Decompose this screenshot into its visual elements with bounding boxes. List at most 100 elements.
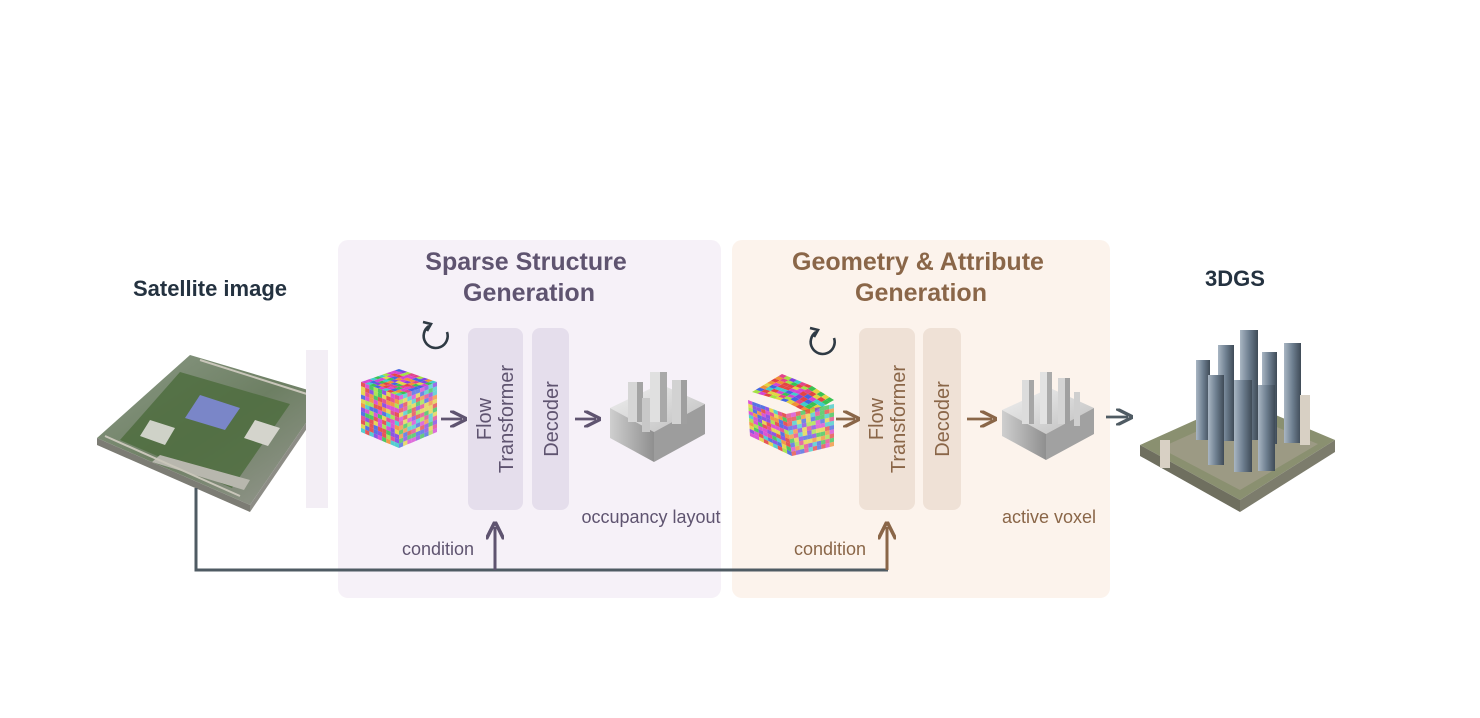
noise-cell: [790, 412, 797, 418]
noise-cell: [377, 405, 383, 412]
noise-cell: [816, 432, 821, 438]
noise-cell: [428, 383, 433, 390]
noise-cell: [403, 427, 408, 434]
noise-cell: [407, 417, 412, 423]
noise-cell: [415, 405, 421, 412]
noise-cell: [812, 399, 822, 405]
noise-cell: [403, 418, 408, 425]
noise-cell: [802, 435, 808, 441]
noise-cell: [758, 425, 763, 432]
noise-cell: [424, 410, 429, 417]
noise-cell: [803, 439, 809, 445]
noise-cell: [825, 438, 830, 444]
noise-cell: [373, 386, 378, 393]
noise-cell: [829, 433, 834, 439]
noise-cell: [407, 382, 416, 386]
noise-cell: [407, 438, 412, 445]
noise-cell: [432, 402, 437, 409]
noise-cell: [807, 438, 813, 444]
noise-cell: [399, 441, 404, 448]
noise-cell: [770, 423, 776, 430]
noise-cell: [407, 412, 412, 419]
noise-cell: [810, 420, 816, 426]
noise-cell: [770, 388, 780, 393]
noise-cell: [403, 374, 412, 378]
noise-cell: [394, 394, 399, 401]
noise-cell: [420, 420, 425, 427]
noise-cell: [749, 421, 754, 428]
noise-cell: [776, 437, 782, 444]
stage1-panel: [338, 240, 721, 598]
noise-cell: [777, 441, 783, 448]
noise-cell: [804, 399, 813, 405]
noise-cell: [805, 409, 811, 415]
noise-cell: [428, 396, 433, 402]
noise-cell: [802, 431, 808, 437]
noise-cell: [373, 433, 378, 440]
noise-cell: [763, 435, 769, 441]
noise-cell: [758, 429, 764, 436]
stage2-title-line1: Geometry & Attribute: [792, 248, 1044, 276]
noise-cell: [369, 431, 374, 438]
noise-cell: [782, 420, 788, 427]
noise-cell: [411, 411, 416, 417]
noise-cell: [403, 440, 408, 447]
noise-cell: [420, 407, 425, 414]
noise-cell: [377, 400, 383, 407]
noise-cell: [382, 415, 387, 422]
noise-cell: [812, 437, 817, 443]
noise-cell: [779, 388, 789, 393]
voxel-model-icon: [1002, 372, 1094, 460]
noise-cell: [428, 412, 433, 419]
noise-cell: [386, 429, 391, 436]
noise-cell: [789, 434, 794, 440]
noise-cell: [795, 449, 801, 455]
noise-cell: [775, 425, 781, 432]
noise-cell: [795, 445, 800, 451]
noise-cell: [824, 421, 830, 427]
noise-cell: [415, 388, 421, 394]
noise-cell: [790, 401, 800, 407]
noise-cell: [795, 399, 804, 405]
noise-cell: [784, 429, 789, 435]
noise-cell: [369, 385, 374, 391]
stage1-title-line2: Generation: [463, 279, 595, 307]
noise-cell: [821, 439, 826, 445]
noise-cell: [825, 430, 830, 436]
noise-cell: [394, 411, 399, 418]
noise-cell: [810, 408, 815, 414]
noise-cell: [420, 395, 425, 401]
noise-cell: [411, 389, 416, 396]
noise-cell: [806, 425, 812, 431]
noise-cell: [755, 387, 765, 392]
noise-cell: [365, 425, 370, 432]
noise-cell: [403, 383, 412, 387]
noise-cell: [399, 420, 404, 427]
noise-cell: [768, 384, 778, 389]
noise-cell: [786, 417, 792, 423]
noise-cell: [816, 440, 822, 446]
noise-cell: [382, 382, 391, 386]
noise-cell: [432, 398, 437, 405]
noise-cell: [799, 391, 808, 397]
noise-cell: [403, 371, 412, 375]
noise-cell: [814, 407, 820, 413]
noise-cell: [786, 399, 796, 405]
noise-cell: [386, 383, 395, 387]
noise-cell: [761, 412, 766, 418]
noise-cell: [415, 426, 421, 433]
noise-cell: [365, 400, 370, 407]
noise-cell: [394, 398, 399, 405]
noise-cell: [432, 382, 437, 388]
noise-cell: [757, 410, 762, 417]
noise-cell: [361, 427, 366, 434]
noise-cell: [797, 388, 806, 392]
noise-cell: [420, 403, 425, 410]
noise-cell: [399, 379, 408, 383]
noise-cell: [407, 399, 412, 406]
noise-cell: [761, 416, 767, 422]
noise-cell: [766, 421, 772, 428]
noise-cell: [428, 425, 433, 432]
noise-cell: [796, 415, 802, 421]
noise-cell: [748, 400, 753, 406]
